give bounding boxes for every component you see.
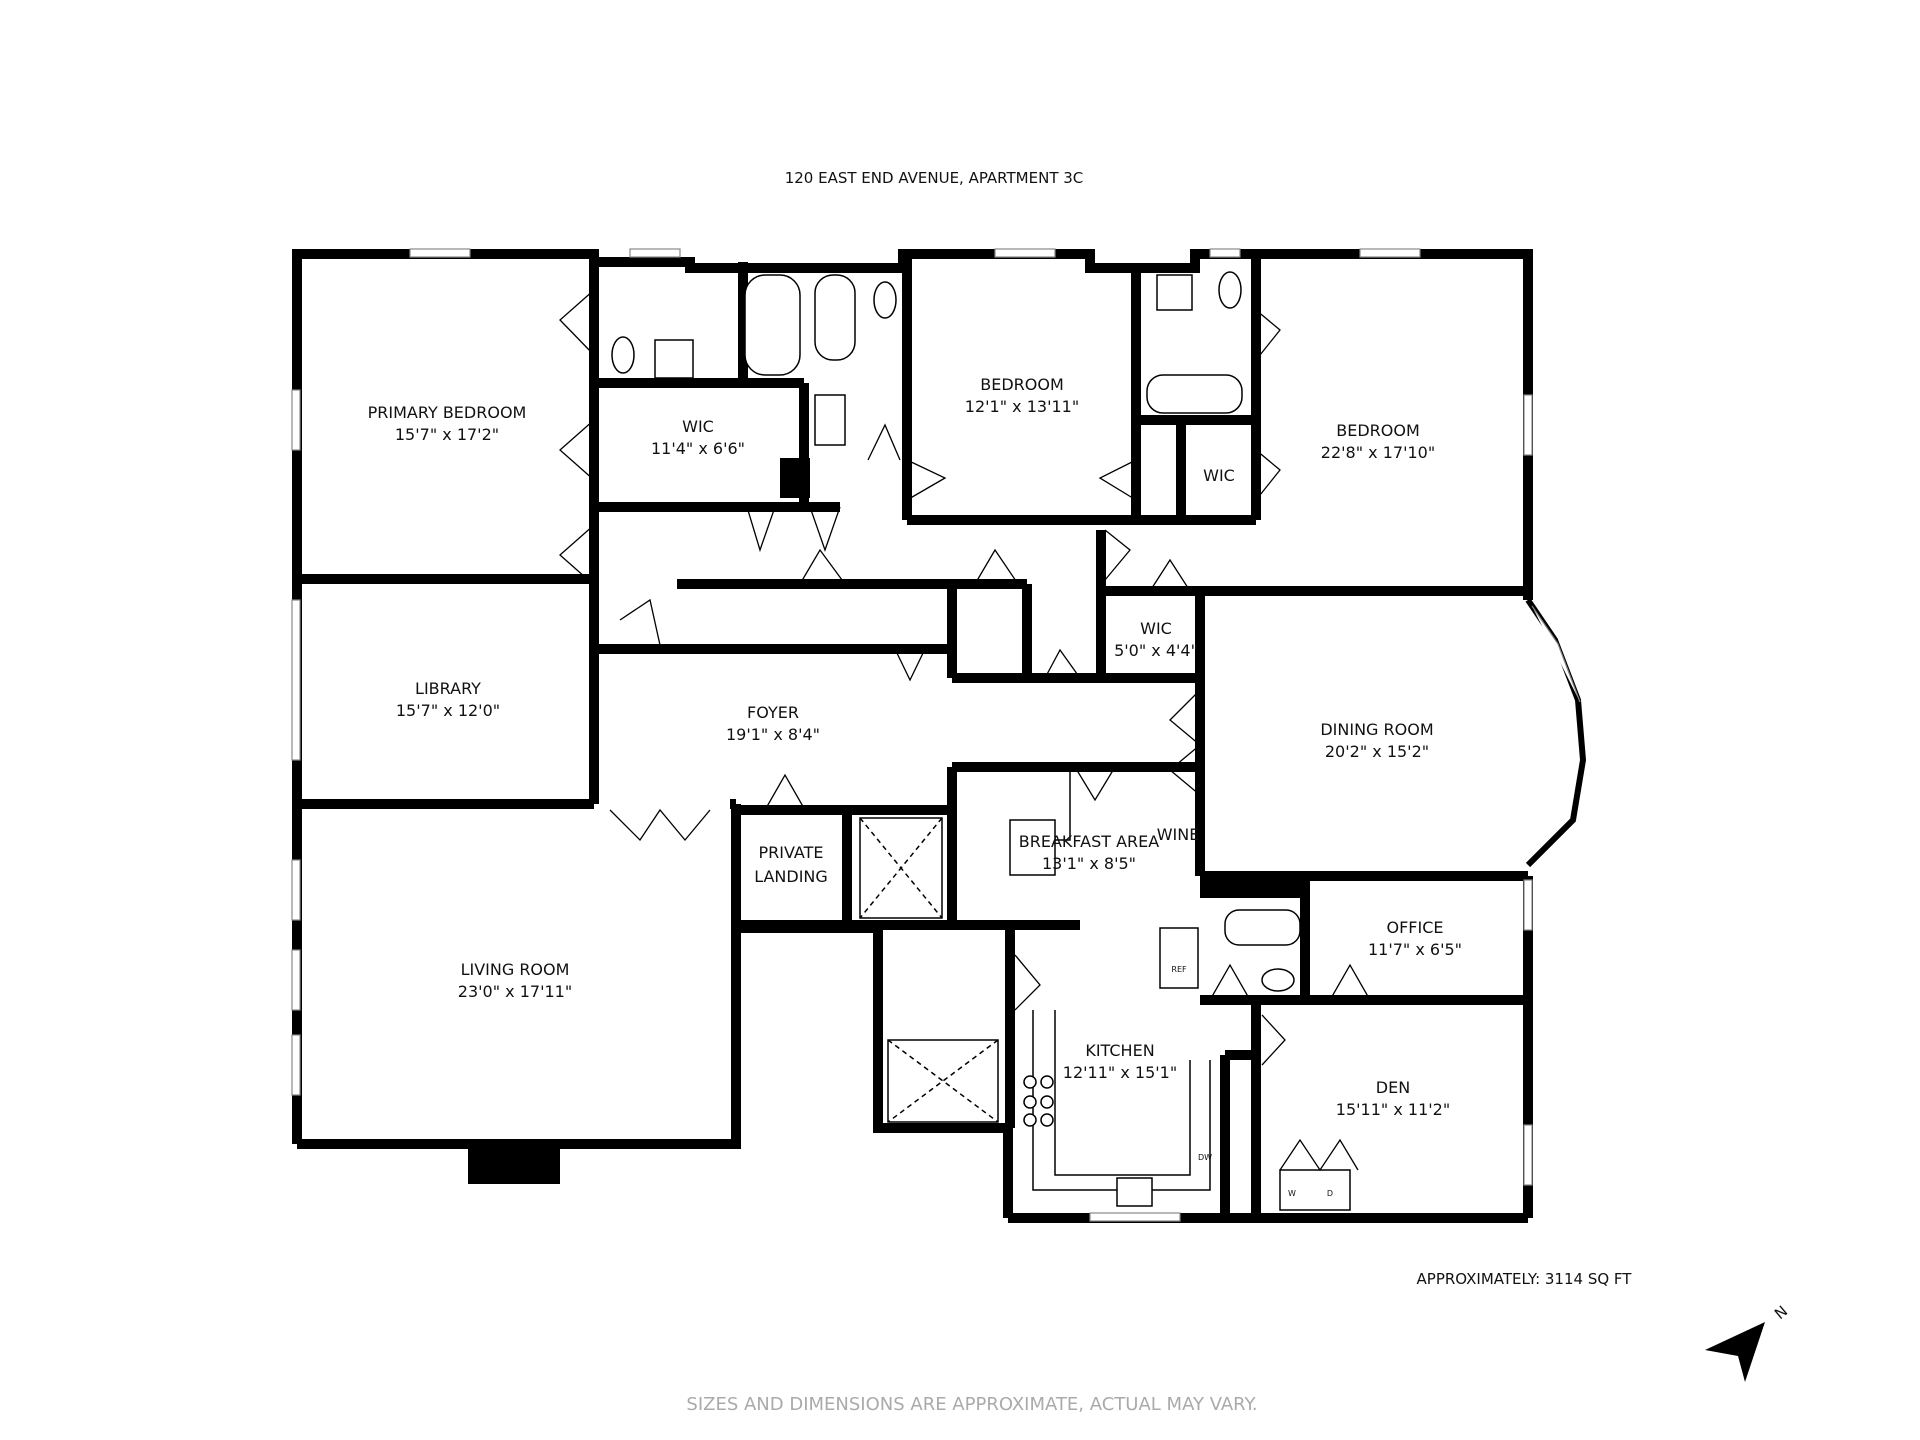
doors [559,289,1371,1172]
room-office-name: OFFICE [1387,918,1444,937]
dw-label: DW [1198,1153,1212,1162]
room-bedroom-size: 12'1" x 13'11" [965,397,1079,416]
north-arrow-icon: N [1705,1302,1791,1382]
room-bedroom-2-name: BEDROOM [1336,421,1420,440]
bathroom-fixtures [611,271,1351,1211]
room-kitchen-size: 12'11" x 15'1" [1063,1063,1177,1082]
walls [292,249,1533,1223]
room-primary-bedroom-size: 15'7" x 17'2" [395,425,499,444]
ref-label: REF [1171,965,1187,974]
room-library-name: LIBRARY [415,679,481,698]
room-bedroom-2-size: 22'8" x 17'10" [1321,443,1435,462]
elevators [859,817,999,1123]
room-wic-3-size: 5'0" x 4'4" [1114,641,1198,660]
washer-label: W [1288,1189,1296,1198]
room-wic-size: 11'4" x 6'6" [651,439,745,458]
room-kitchen-name: KITCHEN [1085,1041,1154,1060]
room-primary-bedroom-name: PRIMARY BEDROOM [368,403,527,422]
room-bedroom-name: BEDROOM [980,375,1064,394]
room-den-name: DEN [1376,1078,1410,1097]
disclaimer: SIZES AND DIMENSIONS ARE APPROXIMATE, AC… [686,1394,1257,1415]
room-private-landing-line2: LANDING [754,867,828,886]
room-foyer-name: FOYER [747,703,799,722]
room-wine-name: WINE [1157,825,1200,844]
room-living-name: LIVING ROOM [461,960,570,979]
room-wic-name: WIC [682,417,714,436]
area-label: APPROXIMATELY: 3114 SQ FT [1417,1270,1633,1288]
room-breakfast-size: 13'1" x 8'5" [1042,854,1136,873]
room-labels: PRIMARY BEDROOM 15'7" x 17'2" WIC 11'4" … [368,375,1462,1119]
room-dining-size: 20'2" x 15'2" [1325,742,1429,761]
room-foyer-size: 19'1" x 8'4" [726,725,820,744]
room-dining-name: DINING ROOM [1320,720,1433,739]
plan-title: 120 EAST END AVENUE, APARTMENT 3C [785,169,1084,187]
room-breakfast-name: BREAKFAST AREA [1019,832,1160,851]
room-private-landing-line1: PRIVATE [759,843,824,862]
room-wic-2-name: WIC [1203,466,1235,485]
north-label: N [1771,1302,1791,1323]
dryer-label: D [1327,1189,1333,1198]
kitchen-counters: REF DW W D [1009,766,1333,1207]
room-wic-3-name: WIC [1140,619,1172,638]
windows [291,248,1533,1222]
room-living-size: 23'0" x 17'11" [458,982,572,1001]
room-office-size: 11'7" x 6'5" [1368,940,1462,959]
room-den-size: 15'11" x 11'2" [1336,1100,1450,1119]
room-library-size: 15'7" x 12'0" [396,701,500,720]
